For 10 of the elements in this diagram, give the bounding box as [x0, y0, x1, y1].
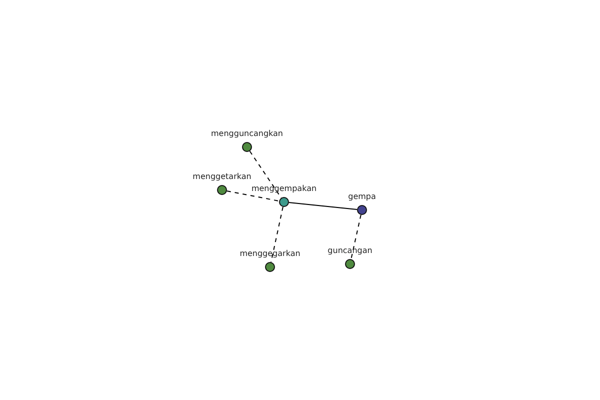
- dashed-line: [226, 190, 280, 202]
- connector-line: [288, 202, 358, 210]
- node-label: guncangan: [328, 247, 372, 255]
- dashed-line: [270, 206, 284, 263]
- node-label: menggegarkan: [240, 250, 300, 258]
- node-label: mengguncangkan: [211, 130, 283, 138]
- dashed-line: [350, 214, 362, 260]
- node-label: menggempakan: [251, 185, 317, 193]
- node-label: gempa: [348, 193, 376, 201]
- node-label: menggetarkan: [192, 173, 252, 181]
